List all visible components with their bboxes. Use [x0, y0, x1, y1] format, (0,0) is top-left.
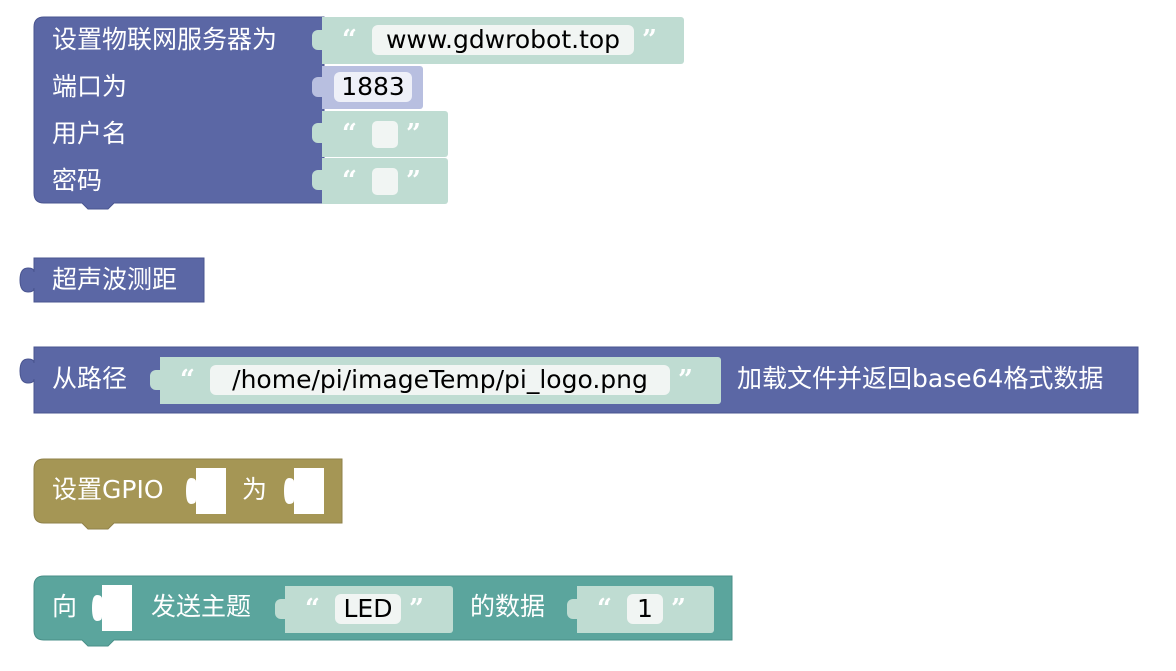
gpio-value-socket[interactable]: [284, 468, 326, 514]
port-input[interactable]: 1883: [334, 72, 412, 102]
gpio-prefix-label: 设置GPIO: [52, 475, 164, 504]
gpio-pin-socket[interactable]: [186, 468, 228, 514]
password-label: 密码: [52, 166, 103, 195]
ultrasonic-block[interactable]: 超声波测距: [19, 257, 205, 303]
data-slot-tab: [567, 599, 577, 619]
publish-data-label: 的数据: [470, 592, 546, 621]
close-quote-icon: ”: [409, 594, 424, 624]
username-slot-tab: [312, 123, 322, 143]
server-label: 设置物联网服务器为: [52, 25, 278, 54]
close-quote-icon: ”: [642, 25, 657, 55]
username-string-block[interactable]: “ ”: [312, 111, 448, 157]
open-quote-icon: “: [597, 594, 612, 624]
path-string-block[interactable]: “ /home/pi/imageTemp/pi_logo.png ”: [150, 357, 721, 404]
publish-topic-label: 发送主题: [151, 592, 252, 621]
password-string-block[interactable]: “ ”: [312, 158, 448, 204]
username-input[interactable]: [372, 121, 398, 148]
server-slot-tab: [312, 30, 322, 50]
close-quote-icon: ”: [406, 119, 421, 149]
port-slot-tab: [312, 77, 322, 97]
password-input[interactable]: [372, 168, 398, 195]
set-gpio-block[interactable]: 设置GPIO 为: [33, 458, 344, 530]
port-label: 端口为: [52, 72, 128, 101]
data-input[interactable]: 1: [627, 594, 663, 624]
open-quote-icon: “: [342, 119, 357, 149]
username-label: 用户名: [52, 119, 128, 148]
data-string-block[interactable]: “ 1 ”: [567, 586, 714, 633]
topic-string-block[interactable]: “ LED ”: [275, 586, 453, 633]
load-file-prefix-label: 从路径: [52, 364, 128, 393]
ultrasonic-block-shape: [19, 257, 205, 303]
topic-input[interactable]: LED: [335, 594, 401, 624]
open-quote-icon: “: [305, 594, 320, 624]
ultrasonic-label: 超声波测距: [52, 265, 178, 294]
open-quote-icon: “: [180, 365, 195, 395]
client-socket[interactable]: [92, 585, 134, 631]
close-quote-icon: ”: [406, 166, 421, 196]
load-file-suffix-label: 加载文件并返回base64格式数据: [737, 364, 1104, 393]
close-quote-icon: ”: [678, 365, 693, 395]
port-number-block[interactable]: 1883: [312, 66, 423, 109]
topic-slot-tab: [275, 599, 285, 619]
open-quote-icon: “: [342, 166, 357, 196]
close-quote-icon: ”: [671, 594, 686, 624]
publish-to-label: 向: [52, 592, 78, 621]
gpio-middle-label: 为: [242, 475, 268, 504]
path-input[interactable]: /home/pi/imageTemp/pi_logo.png: [210, 365, 670, 395]
password-slot-tab: [312, 170, 322, 190]
path-slot-tab: [150, 370, 160, 390]
server-input[interactable]: www.gdwrobot.top: [372, 25, 634, 55]
mqtt-server-block-shape: [33, 16, 325, 210]
server-string-block[interactable]: “ www.gdwrobot.top ”: [312, 17, 684, 64]
mqtt-server-block[interactable]: 设置物联网服务器为 端口为 用户名 密码: [33, 16, 326, 210]
open-quote-icon: “: [342, 25, 357, 55]
